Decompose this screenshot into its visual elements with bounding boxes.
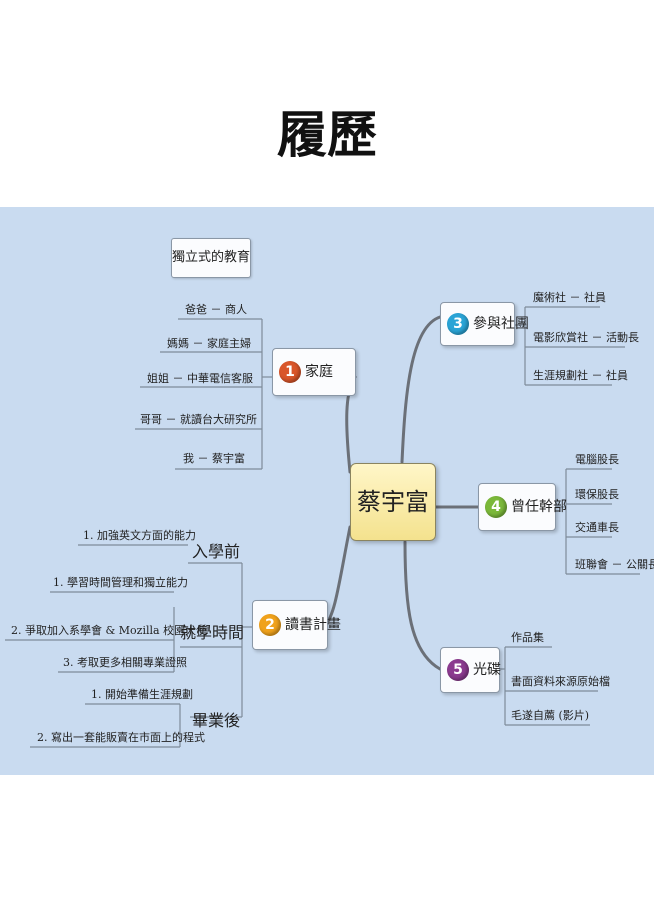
plan-item: 2. 寫出一套能販賣在市面上的程式 (37, 731, 205, 744)
number-badge-1: 1 (279, 361, 301, 383)
branch-family-label: 家庭 (305, 364, 333, 380)
disc-item: 作品集 (511, 631, 544, 644)
family-item: 我 － 蔡宇富 (183, 452, 245, 465)
positions-item: 交通車長 (575, 521, 619, 534)
positions-item: 環保股長 (575, 488, 619, 501)
number-badge-2: 2 (259, 614, 281, 636)
plan-item: 1. 學習時間管理和獨立能力 (53, 576, 188, 589)
branch-disc: 5 光碟 (440, 647, 501, 693)
number-badge-4: 4 (485, 496, 507, 518)
family-item: 哥哥 － 就讀台大研究所 (140, 413, 257, 426)
plan-item: 1. 開始準備生涯規劃 (91, 688, 193, 701)
branch-plan: 2 讀書計畫 (252, 600, 341, 650)
plan-group-label: 入學前 (192, 542, 241, 561)
clubs-item: 電影欣賞社 － 活動長 (533, 331, 639, 344)
connector-lines (5, 306, 640, 748)
branch-clubs-label: 參與社團 (473, 316, 529, 332)
branch-plan-label: 讀書計畫 (285, 617, 341, 633)
page-title: 履歷 (277, 106, 377, 164)
plan-group-label: 畢業後 (192, 711, 241, 730)
plan-item: 1. 加強英文方面的能力 (83, 529, 196, 542)
family-item: 爸爸 － 商人 (185, 303, 247, 316)
center-node: 蔡宇富 (350, 463, 436, 541)
top-note-box: 獨立式的教育 (171, 238, 251, 278)
family-item: 姐姐 － 中華電信客服 (147, 372, 253, 385)
clubs-item: 生涯規劃社 － 社員 (533, 369, 628, 382)
plan-item: 2. 爭取加入系學會 & Mozilla 校園大使 (11, 624, 208, 637)
disc-item: 書面資料來源原始檔 (511, 675, 610, 688)
branch-positions-label: 曾任幹部 (511, 499, 567, 515)
mind-map-canvas: 獨立式的教育 蔡宇富 1 家庭 爸爸 － 商人 媽媽 － 家庭主婦 姐姐 － 中… (0, 207, 654, 775)
disc-item: 毛遂自薦 (影片) (511, 709, 590, 722)
plan-item: 3. 考取更多相關專業證照 (63, 656, 187, 669)
number-badge-3: 3 (447, 313, 469, 335)
positions-item: 班聯會 － 公關長 (575, 558, 654, 571)
number-badge-5: 5 (447, 659, 469, 681)
branch-disc-label: 光碟 (473, 662, 501, 678)
plan-group-label: 就學時間 (180, 623, 245, 642)
positions-item: 電腦股長 (575, 453, 619, 466)
branch-family: 1 家庭 (272, 348, 356, 396)
clubs-item: 魔術社 － 社員 (533, 291, 606, 304)
family-item: 媽媽 － 家庭主婦 (167, 337, 251, 350)
branch-clubs: 3 參與社團 (440, 302, 529, 346)
branch-positions: 4 曾任幹部 (478, 483, 567, 531)
